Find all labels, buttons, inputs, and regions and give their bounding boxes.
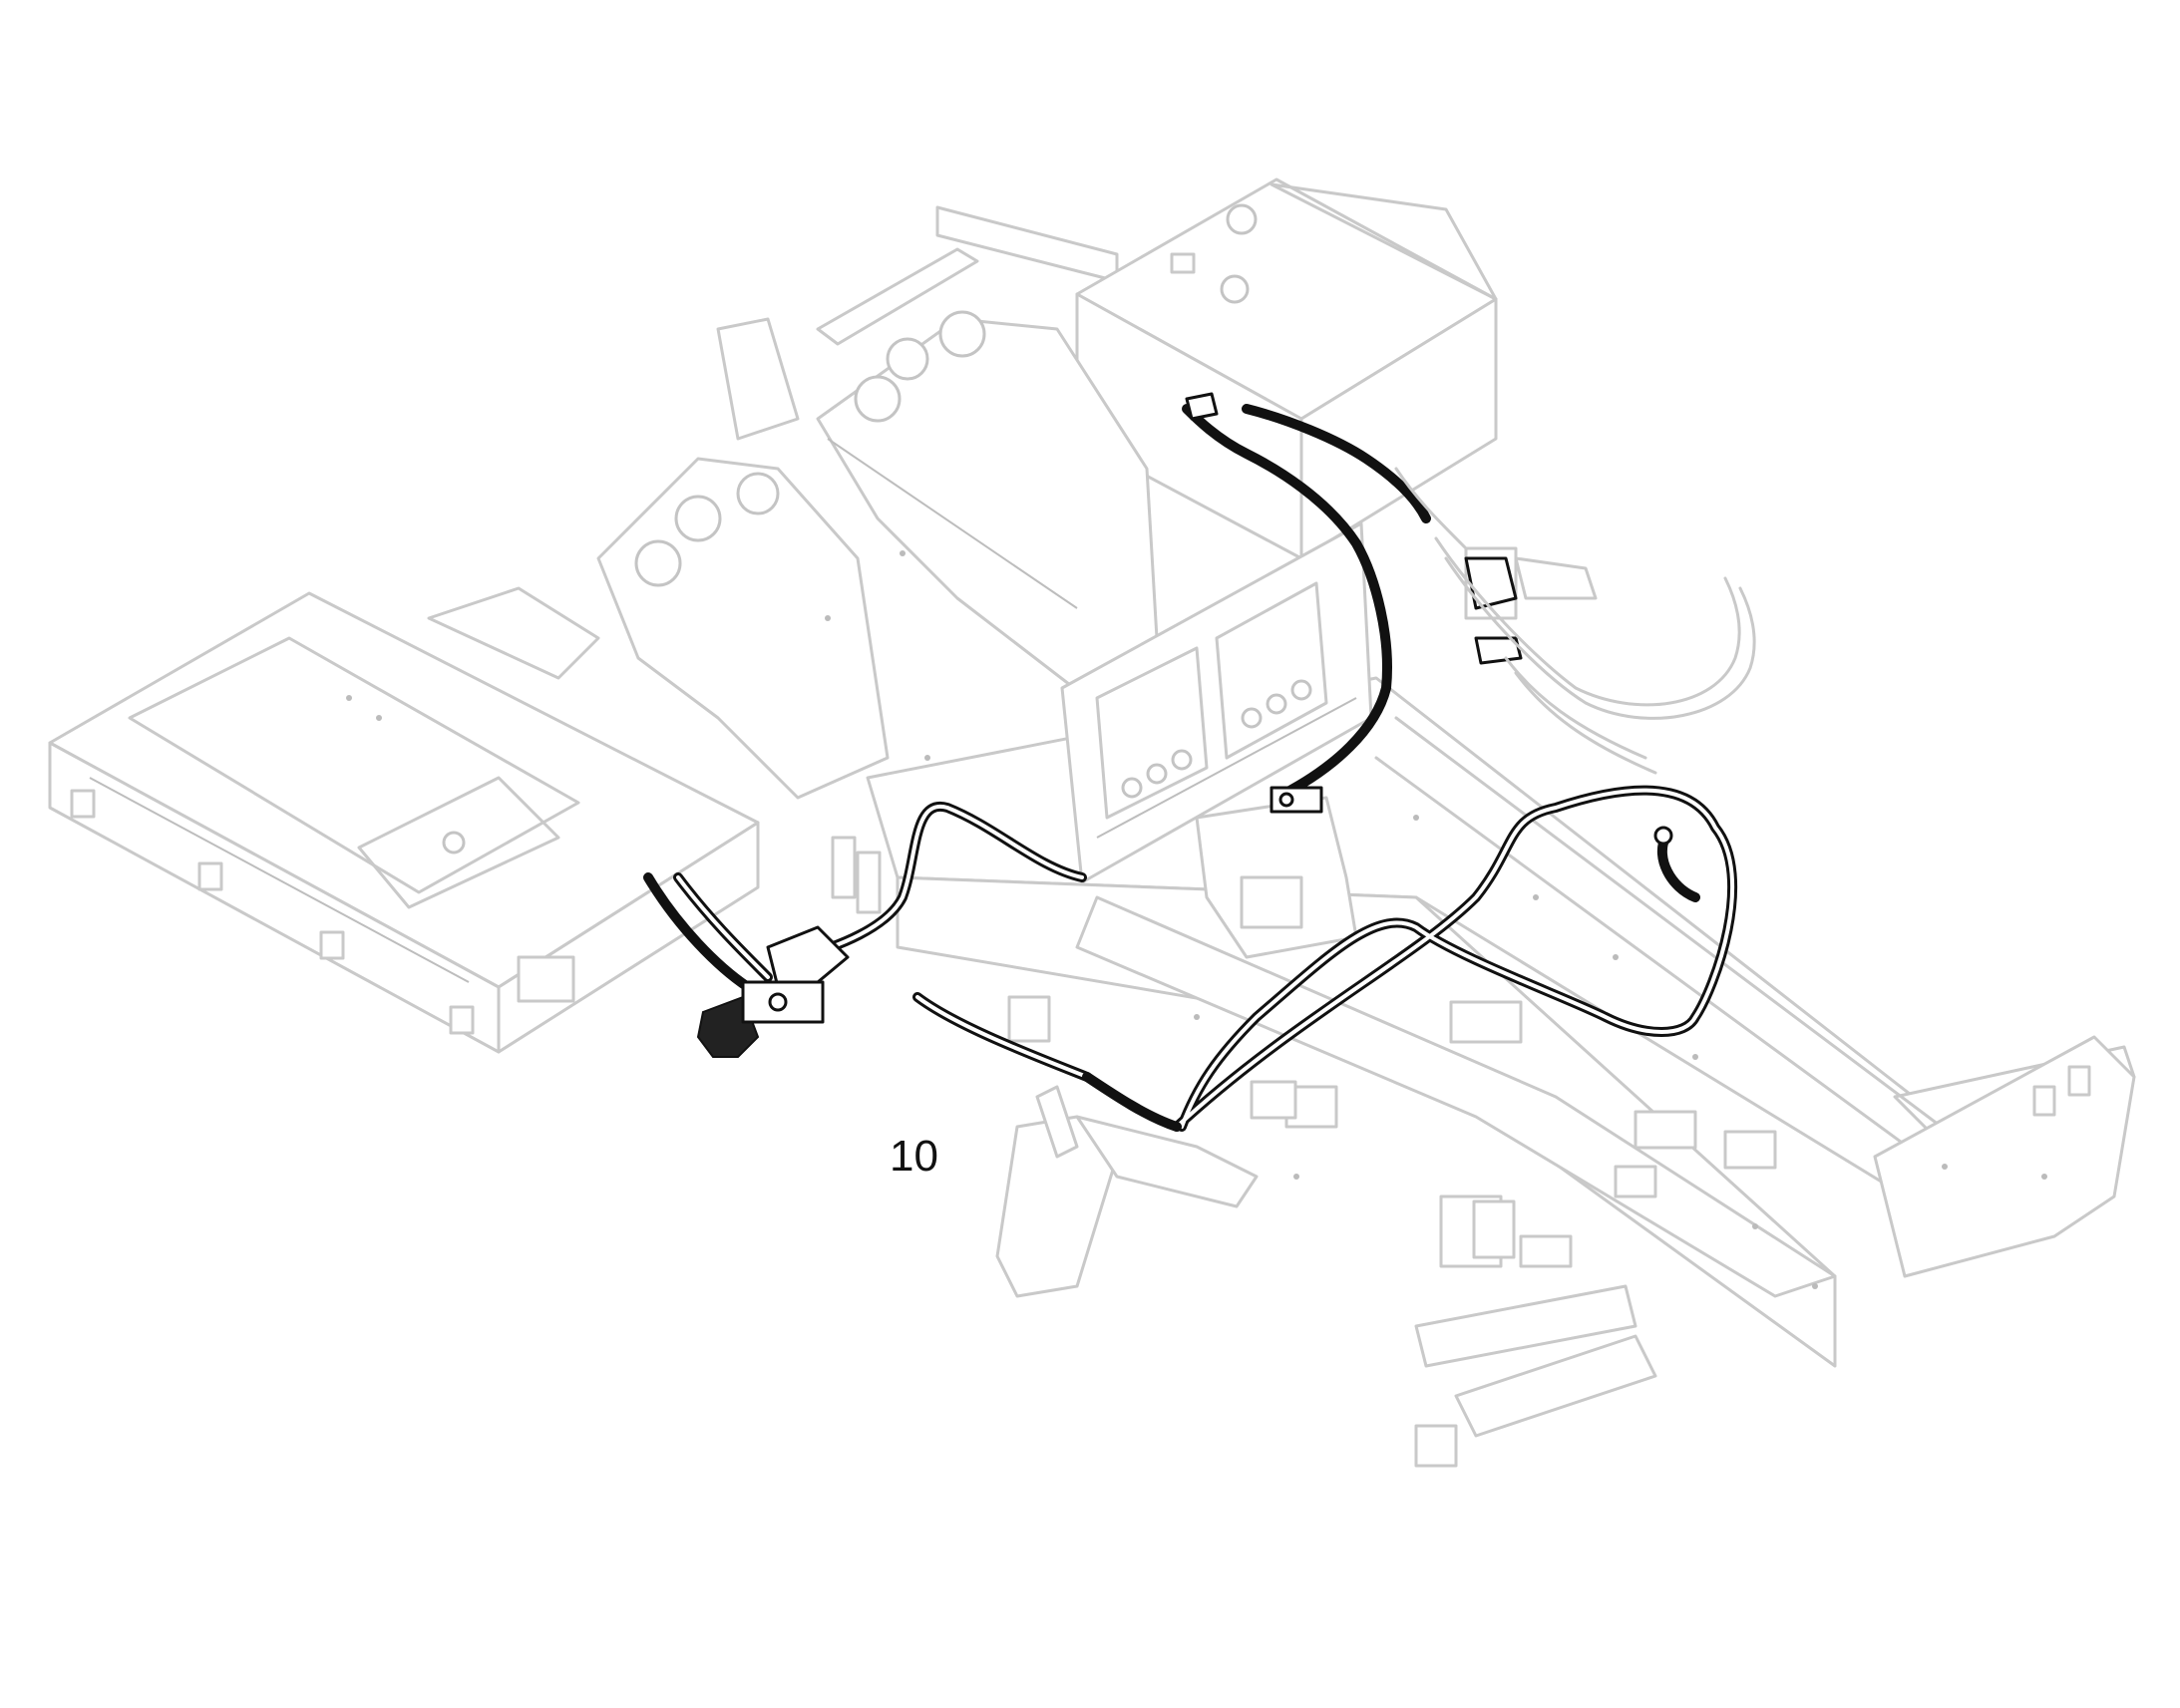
wiring-harness — [643, 404, 1738, 1132]
bolt-holes — [346, 550, 2047, 1289]
tank — [1075, 177, 1498, 560]
front-rail-end — [995, 1085, 1259, 1298]
harness-components — [696, 392, 1523, 1058]
front-boom-tower — [427, 317, 890, 800]
rear-cross-beam — [816, 205, 1119, 346]
frame-brackets — [831, 836, 1573, 1268]
right-rail-plate — [1873, 1035, 2136, 1278]
cab-base-platform — [48, 591, 760, 1054]
lower-cross-member — [1414, 1284, 1657, 1468]
hose-runs — [1394, 467, 1756, 775]
callout-label: 10 — [890, 1132, 938, 1181]
